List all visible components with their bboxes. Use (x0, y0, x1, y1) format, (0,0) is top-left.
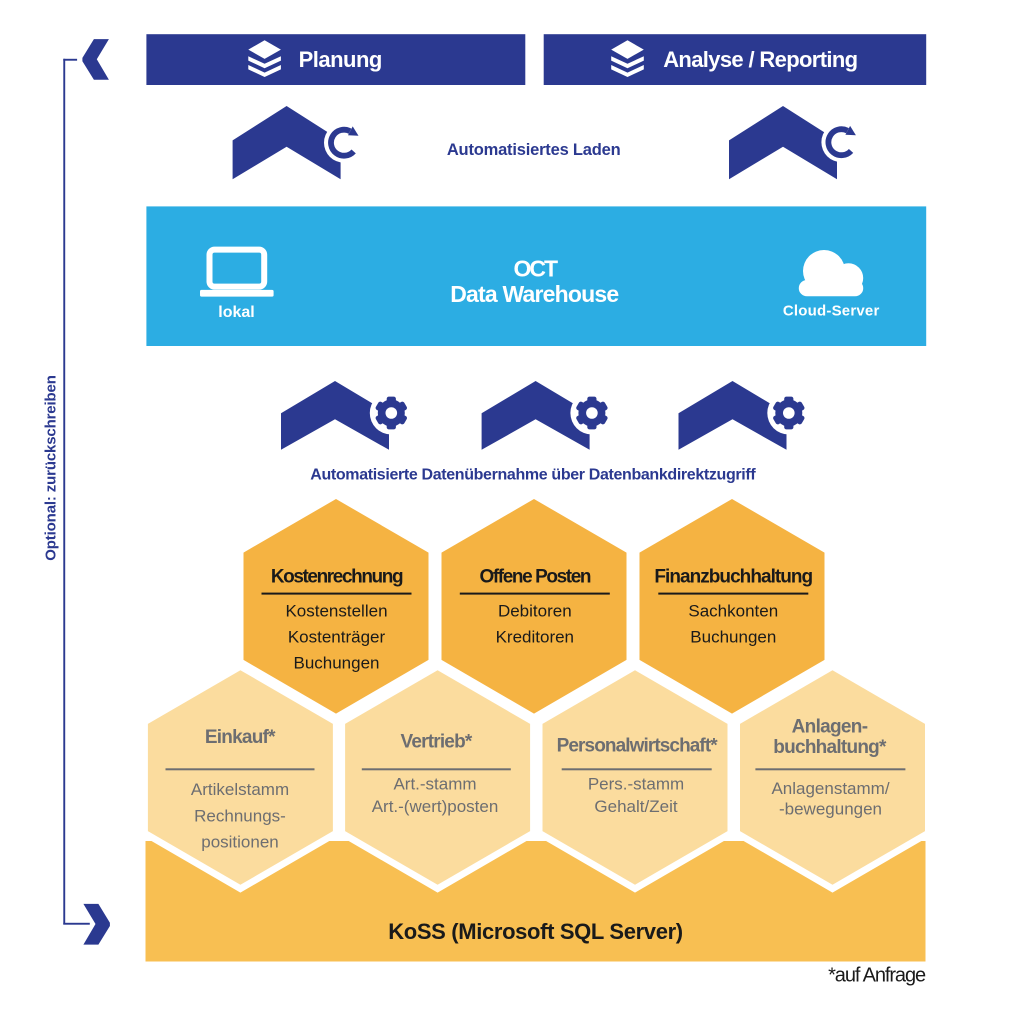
svg-text:Finanzbuchhaltung: Finanzbuchhaltung (654, 566, 812, 587)
svg-text:Anlagenstamm/: Anlagenstamm/ (771, 779, 889, 798)
svg-text:Gehalt/Zeit: Gehalt/Zeit (594, 797, 677, 816)
svg-text:Offene Posten: Offene Posten (479, 566, 590, 587)
svg-text:OCT: OCT (514, 255, 559, 281)
svg-text:Art.-stamm: Art.-stamm (393, 775, 476, 794)
svg-text:Cloud-Server: Cloud-Server (783, 303, 880, 320)
svg-text:Sachkonten: Sachkonten (688, 601, 778, 620)
svg-text:Buchungen: Buchungen (690, 627, 776, 646)
svg-text:lokal: lokal (218, 304, 254, 321)
svg-text:Automatisiertes Laden: Automatisiertes Laden (447, 141, 621, 159)
svg-text:Kreditoren: Kreditoren (496, 627, 574, 646)
svg-text:Buchungen: Buchungen (293, 654, 379, 673)
svg-text:Kostenträger: Kostenträger (288, 627, 386, 646)
svg-text:Rechnungs-: Rechnungs- (194, 806, 286, 825)
svg-text:Optional: zurückschreiben: Optional: zurückschreiben (43, 375, 60, 560)
svg-text:Art.-(wert)posten: Art.-(wert)posten (372, 797, 499, 816)
svg-text:Debitoren: Debitoren (498, 601, 572, 620)
svg-text:Kostenstellen: Kostenstellen (285, 601, 387, 620)
svg-text:Personalwirtschaft*: Personalwirtschaft* (557, 735, 719, 756)
svg-text:Pers.-stamm: Pers.-stamm (588, 775, 684, 794)
svg-text:Automatisierte Datenübernahme: Automatisierte Datenübernahme über Daten… (310, 467, 756, 484)
svg-text:buchhaltung*: buchhaltung* (773, 737, 887, 758)
svg-text:Einkauf*: Einkauf* (205, 727, 276, 748)
svg-text:Data Warehouse: Data Warehouse (450, 281, 618, 307)
svg-text:positionen: positionen (201, 832, 279, 851)
svg-text:KoSS (Microsoft SQL Server): KoSS (Microsoft SQL Server) (388, 919, 683, 944)
svg-text:Planung: Planung (299, 47, 382, 72)
svg-text:Vertrieb*: Vertrieb* (401, 732, 473, 753)
svg-text:-bewegungen: -bewegungen (779, 800, 882, 819)
svg-text:*auf Anfrage: *auf Anfrage (828, 965, 926, 987)
svg-text:Kostenrechnung: Kostenrechnung (271, 566, 403, 587)
svg-text:Analyse / Reporting: Analyse / Reporting (663, 47, 857, 72)
svg-text:Artikelstamm: Artikelstamm (191, 780, 289, 799)
svg-text:Anlagen-: Anlagen- (792, 716, 868, 737)
